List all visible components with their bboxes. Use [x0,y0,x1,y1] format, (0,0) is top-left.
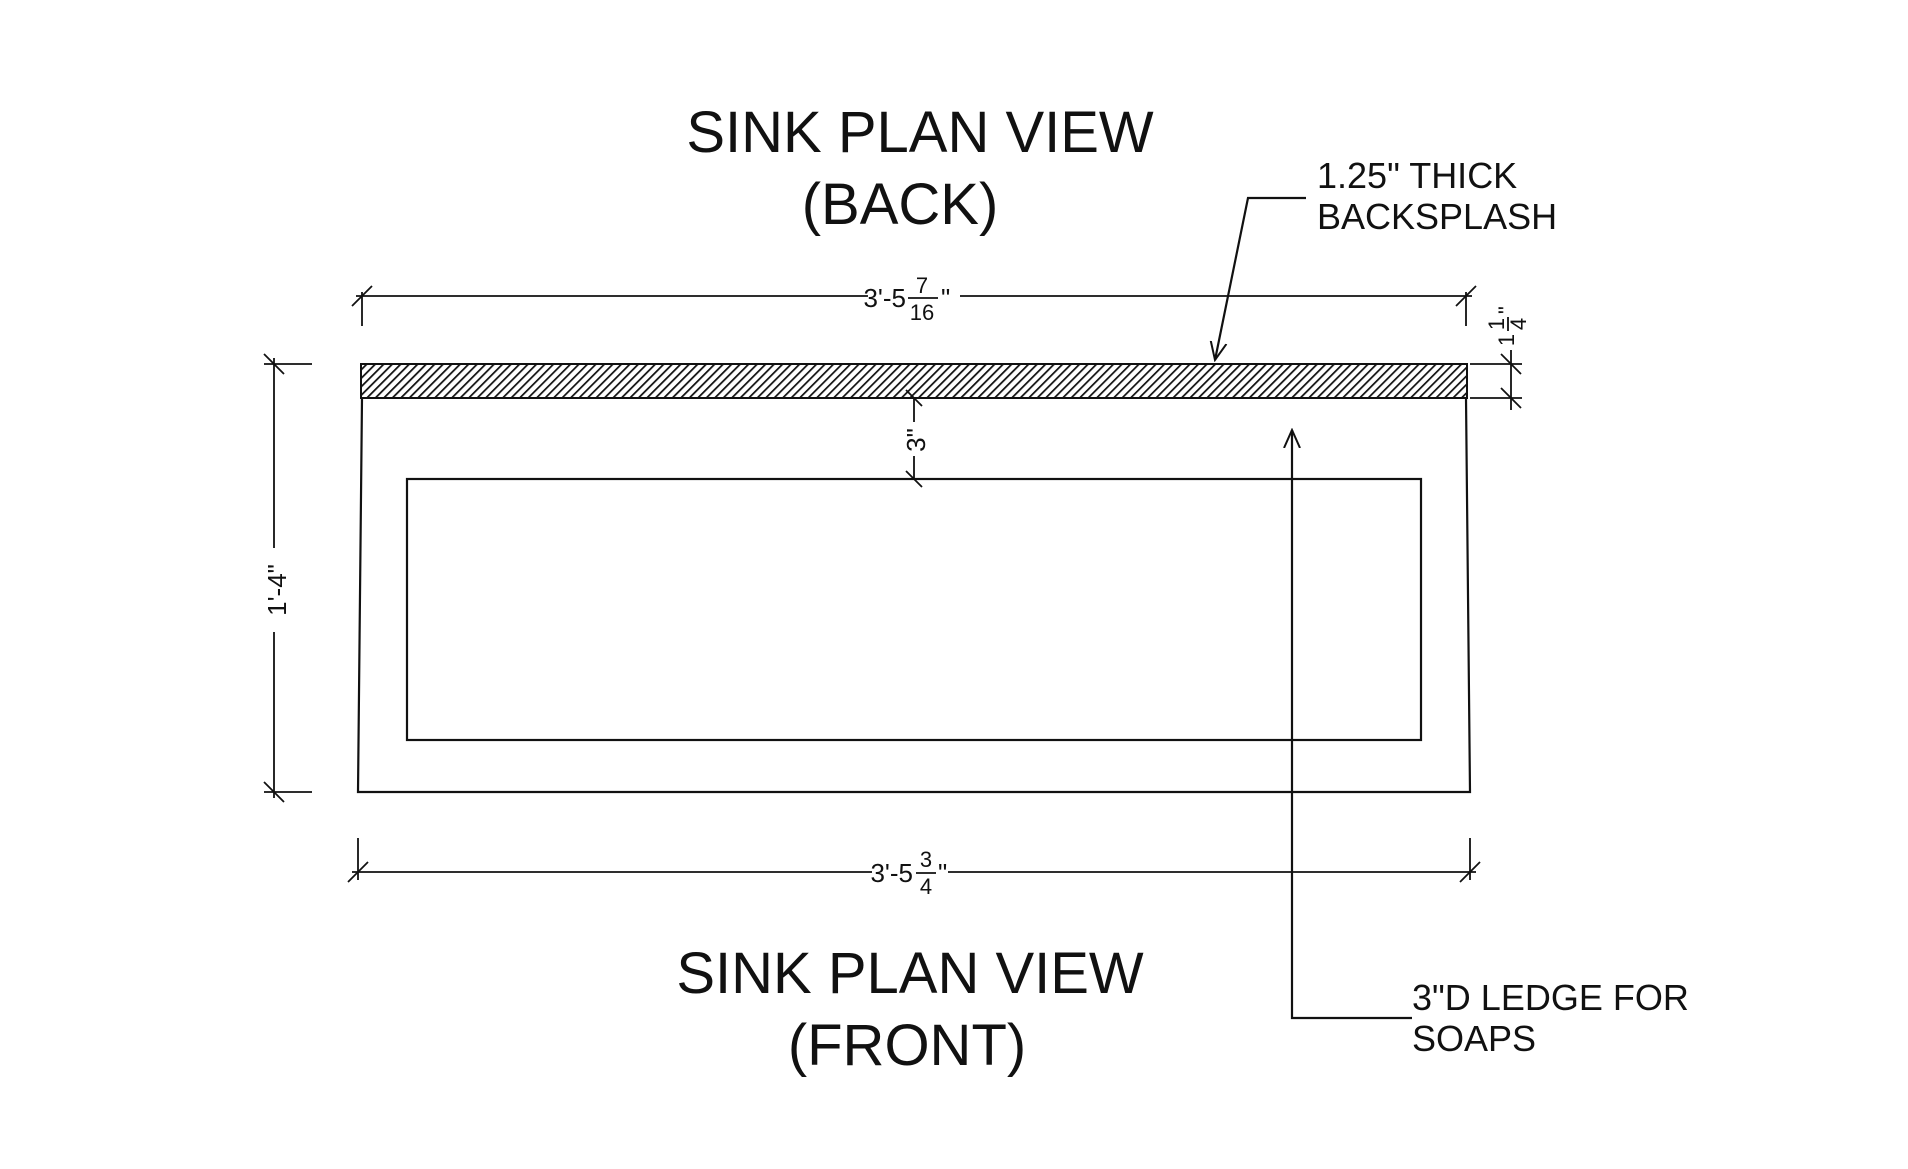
front-view-subtitle: (FRONT) [788,1013,1026,1078]
top-width-whole: 3'-5 [863,283,906,313]
bottom-width-numerator: 3 [920,847,932,872]
backsplash-note-line1: 1.25" THICK [1317,155,1517,196]
ledge-depth-label: 3" [901,428,931,452]
ledge-callout: 3"D LEDGE FOR SOAPS [1292,430,1689,1059]
top-width-numerator: 7 [916,273,928,298]
ledge-note-line1: 3"D LEDGE FOR [1412,977,1689,1018]
top-width-suffix: " [941,283,950,313]
sink-outline [356,397,1472,794]
backsplash-callout: 1.25" THICK BACKSPLASH [1215,155,1557,360]
bottom-width-dimension: 3'-5 3 4 " [347,838,1481,899]
bottom-width-suffix: " [938,858,947,888]
backsplash-thickness-dimension: 1 1 4 " [1470,306,1531,410]
depth-label: 1'-4" [262,564,292,616]
bottom-width-denominator: 4 [920,874,932,899]
backsplash-thickness-suffix: " [1494,306,1519,314]
top-width-dimension: 3'-5 7 16 " [351,273,1477,326]
ledge-depth-dimension: 3" [901,389,931,488]
bottom-width-whole: 3'-5 [870,858,913,888]
back-view-title: SINK PLAN VIEW [686,100,1154,165]
ledge-note-line2: SOAPS [1412,1018,1536,1059]
backsplash-thickness-denominator: 4 [1506,318,1531,330]
top-width-denominator: 16 [910,300,934,325]
backsplash-thickness-numerator: 1 [1484,318,1509,330]
sink-basin [405,477,1423,742]
back-view-subtitle: (BACK) [802,172,999,237]
backsplash-note-line2: BACKSPLASH [1317,196,1557,237]
backsplash-thickness-whole: 1 [1494,334,1519,346]
front-view-title: SINK PLAN VIEW [676,941,1144,1006]
backsplash-hatch [360,363,1468,399]
depth-dimension: 1'-4" [262,353,312,803]
